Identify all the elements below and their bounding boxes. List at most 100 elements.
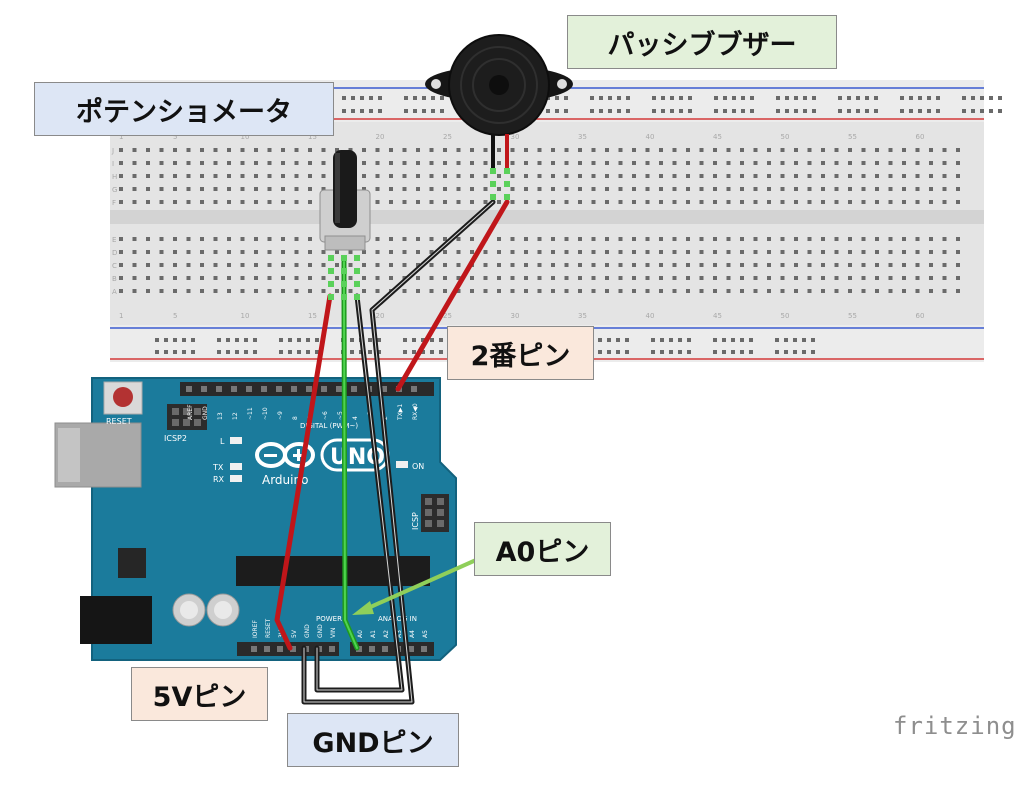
bb-hole — [362, 250, 366, 254]
rail-hole — [608, 96, 612, 100]
rail-hole — [741, 109, 745, 113]
bb-hole — [713, 187, 717, 191]
bb-hole — [497, 187, 501, 191]
bb-hole — [578, 187, 582, 191]
bb-hole — [551, 174, 555, 178]
bb-hole — [375, 289, 380, 293]
rail-hole — [191, 338, 195, 342]
bb-hole — [713, 263, 717, 267]
rail-hole — [750, 109, 754, 113]
bb-hole — [605, 250, 609, 254]
bb-hole — [861, 174, 866, 178]
bb-hole — [915, 276, 920, 280]
rail-hole — [403, 338, 407, 342]
bb-hole — [956, 148, 960, 152]
power-pin-label: GND — [304, 624, 311, 638]
bb-hole — [240, 174, 245, 178]
bb-hole — [497, 276, 501, 280]
bb-hole — [618, 263, 623, 267]
bb-hole — [956, 237, 960, 241]
bb-hole — [875, 174, 879, 178]
rail-hole — [679, 109, 683, 113]
bb-hole — [794, 263, 798, 267]
bb-hole — [456, 174, 461, 178]
rail-hole — [722, 350, 726, 354]
bb-hole — [780, 200, 785, 204]
digital-pin — [321, 386, 327, 392]
bb-hole — [672, 237, 677, 241]
bb-hole — [767, 250, 771, 254]
bb-hole — [726, 276, 731, 280]
power-pin-label: 5V — [291, 629, 298, 638]
bb-hole — [294, 148, 299, 152]
led-l-label: L — [220, 437, 225, 446]
bb-hole — [159, 250, 164, 254]
rail-hole — [678, 350, 682, 354]
bb-hole — [942, 250, 947, 254]
bb-column-number-bottom: 55 — [848, 312, 857, 320]
bb-hole — [834, 148, 839, 152]
bb-hole — [780, 187, 785, 191]
bb-hole — [132, 200, 137, 204]
rail-hole — [749, 350, 753, 354]
bb-hole — [456, 276, 461, 280]
bb-hole — [537, 161, 542, 165]
bb-hole — [227, 289, 231, 293]
bb-hole — [929, 263, 933, 267]
rail-hole — [288, 338, 292, 342]
rail-hole — [660, 350, 664, 354]
bb-hole — [524, 276, 528, 280]
bb-hole — [591, 148, 596, 152]
bb-hole — [618, 187, 623, 191]
rail-hole — [927, 109, 931, 113]
bb-hole — [119, 237, 123, 241]
bb-hole — [186, 289, 191, 293]
bb-hole — [470, 237, 474, 241]
rail-hole — [775, 350, 779, 354]
bb-hole — [200, 250, 204, 254]
bb-hole — [794, 276, 798, 280]
bb-hole — [956, 250, 960, 254]
bb-hole — [537, 174, 542, 178]
bb-hole — [929, 237, 933, 241]
bb-hole — [861, 250, 866, 254]
analog-pin — [382, 646, 388, 652]
rail-hole — [439, 338, 443, 342]
bb-hole — [794, 200, 798, 204]
bb-hole — [308, 187, 312, 191]
reset-button-cap — [113, 387, 133, 407]
rail-hole — [403, 350, 407, 354]
bb-hole — [254, 276, 258, 280]
led-l — [230, 437, 242, 444]
bb-hole — [308, 250, 312, 254]
bb-hole — [699, 276, 704, 280]
bb-hole — [726, 237, 731, 241]
rail-hole — [279, 350, 283, 354]
rail-hole — [714, 109, 718, 113]
rail-hole — [590, 109, 594, 113]
bb-hole — [578, 250, 582, 254]
bb-hole — [659, 200, 663, 204]
bb-hole — [294, 174, 299, 178]
rail-hole — [980, 109, 984, 113]
bb-hole — [200, 289, 204, 293]
bb-hole — [672, 289, 677, 293]
bb-hole — [618, 200, 623, 204]
bb-hole — [632, 276, 636, 280]
bb-hole — [443, 174, 447, 178]
bb-hole — [659, 263, 663, 267]
bb-hole — [659, 250, 663, 254]
bb-hole — [389, 250, 393, 254]
icsp2-header — [167, 404, 207, 430]
center-channel — [110, 210, 984, 224]
bb-hole — [443, 161, 447, 165]
bb-hole — [429, 263, 434, 267]
bb-hole — [213, 174, 218, 178]
bb-hole — [335, 289, 339, 293]
bb-hole — [254, 174, 258, 178]
potentiometer — [319, 150, 371, 251]
bb-hole — [618, 174, 623, 178]
bb-hole — [375, 237, 380, 241]
bb-hole — [888, 276, 893, 280]
bb-hole — [186, 148, 191, 152]
